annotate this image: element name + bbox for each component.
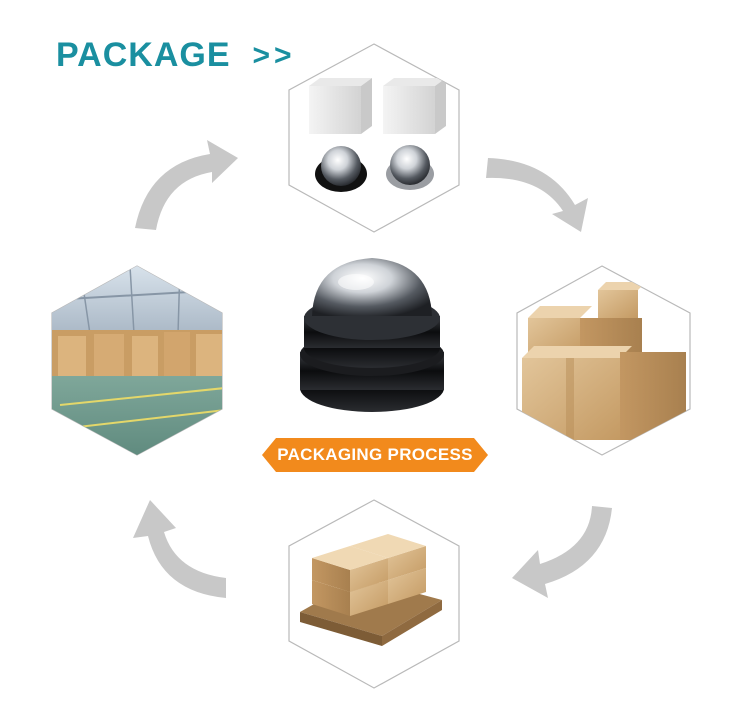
page-title: PACKAGE >> (56, 36, 296, 75)
step-product-boxes (288, 43, 460, 233)
arrow-bottom-right-icon (512, 506, 612, 598)
pallet-icon (300, 534, 442, 646)
arrow-top-right-icon (486, 158, 588, 232)
product-boxes-icon (309, 78, 446, 192)
arrow-bottom-left-icon (133, 500, 226, 598)
chevron-right-icon: >> (252, 38, 296, 72)
arrow-top-left-icon (135, 140, 238, 230)
process-badge-shape (262, 438, 488, 472)
step-carton-boxes (516, 265, 691, 456)
step-warehouse (51, 265, 223, 456)
warehouse-icon (52, 266, 222, 455)
title-text: PACKAGE (56, 36, 231, 74)
roller-ball-product (300, 258, 444, 412)
cycle-arrows (133, 140, 612, 598)
step-pallet (288, 499, 460, 689)
process-badge-label: PACKAGING PROCESS (277, 445, 473, 464)
